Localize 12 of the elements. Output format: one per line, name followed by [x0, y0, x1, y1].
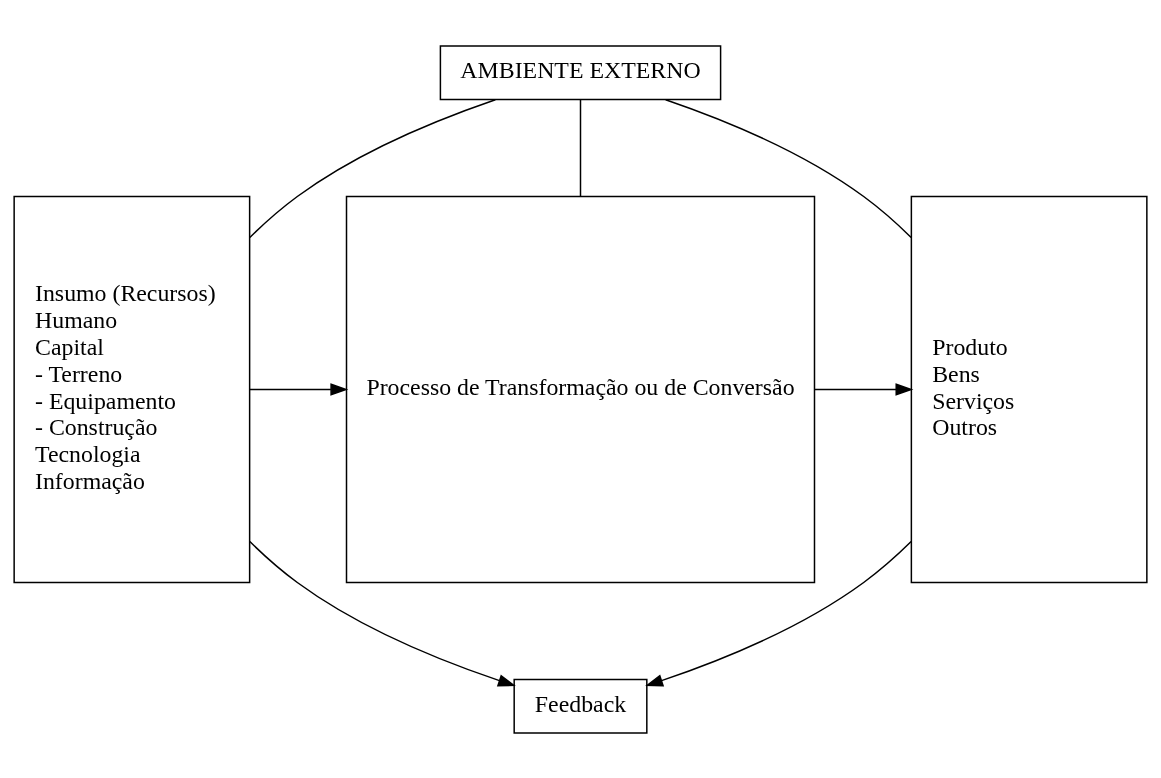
connector [664, 98, 912, 238]
arrow [249, 382, 349, 396]
arrow [645, 540, 912, 686]
connector [579, 98, 582, 197]
node-box: Feedback [513, 678, 648, 734]
arrow [814, 382, 914, 396]
node-box: AMBIENTE EXTERNO [439, 44, 722, 100]
connector [249, 98, 497, 238]
arrow [249, 540, 516, 686]
node-box: Processo de Transformação ou de Conversão [345, 195, 816, 583]
node-box: Insumo (Recursos) Humano Capital - Terreno - Equipamento - Construção Tecnologia Informação [13, 195, 251, 583]
node-box: Produto Bens Serviços Outros [910, 195, 1148, 583]
